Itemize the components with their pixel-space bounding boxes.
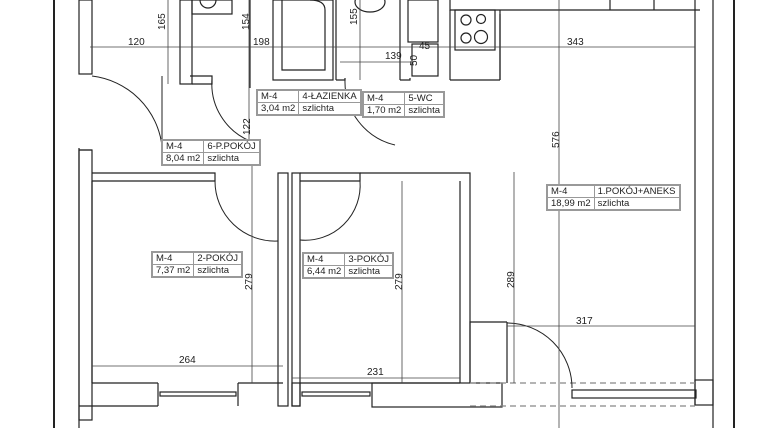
dim-279-a: 279 bbox=[244, 273, 255, 290]
room-name: 3-POKÓJ bbox=[344, 253, 393, 266]
dim-120: 120 bbox=[128, 37, 145, 48]
room-code: M-4 bbox=[161, 140, 205, 153]
dim-50: 50 bbox=[409, 54, 420, 66]
dim-122: 122 bbox=[242, 118, 253, 135]
dim-576: 576 bbox=[551, 131, 562, 148]
room-area: 7,37 m2 bbox=[151, 264, 195, 277]
dim-279-b: 279 bbox=[394, 273, 405, 290]
room-floor: szlichta bbox=[193, 264, 242, 277]
room-area: 6,44 m2 bbox=[302, 265, 346, 278]
toilet-icon bbox=[354, 0, 386, 13]
stove-icon bbox=[454, 9, 496, 51]
room-area: 3,04 m2 bbox=[256, 102, 300, 115]
dim-343: 343 bbox=[567, 37, 584, 48]
room-code: M-4 bbox=[256, 90, 300, 103]
dim-45: 45 bbox=[419, 41, 431, 52]
room-code: M-4 bbox=[302, 253, 346, 266]
room-floor: szlichta bbox=[593, 197, 680, 210]
washbasin-icon bbox=[191, 0, 233, 15]
dim-139: 139 bbox=[385, 51, 402, 62]
room-name: 5-WC bbox=[404, 92, 445, 105]
dim-231: 231 bbox=[367, 367, 384, 378]
dim-155: 155 bbox=[349, 8, 360, 25]
dim-165: 165 bbox=[157, 13, 168, 30]
dim-198: 198 bbox=[253, 37, 270, 48]
room-name: 6-P.POKÓJ bbox=[203, 140, 260, 153]
room-code: M-4 bbox=[547, 185, 595, 198]
dim-264: 264 bbox=[179, 355, 196, 366]
room-floor: szlichta bbox=[298, 102, 361, 115]
room-name: 2-POKÓJ bbox=[193, 252, 242, 265]
room-name: 1.POKÓJ+ANEKS bbox=[593, 185, 680, 198]
room-code: M-4 bbox=[362, 92, 406, 105]
bathtub-icon bbox=[281, 0, 326, 71]
dim-289: 289 bbox=[506, 271, 517, 288]
room-code: M-4 bbox=[151, 252, 195, 265]
dim-317: 317 bbox=[576, 316, 593, 327]
room-name: 4-ŁAZIENKA bbox=[298, 90, 361, 103]
room-area: 1,70 m2 bbox=[362, 104, 406, 117]
room-floor: szlichta bbox=[344, 265, 393, 278]
room-floor: szlichta bbox=[203, 152, 260, 165]
dim-154: 154 bbox=[241, 13, 252, 30]
room-area: 8,04 m2 bbox=[161, 152, 205, 165]
room-area: 18,99 m2 bbox=[547, 197, 595, 210]
room-floor: szlichta bbox=[404, 104, 445, 117]
